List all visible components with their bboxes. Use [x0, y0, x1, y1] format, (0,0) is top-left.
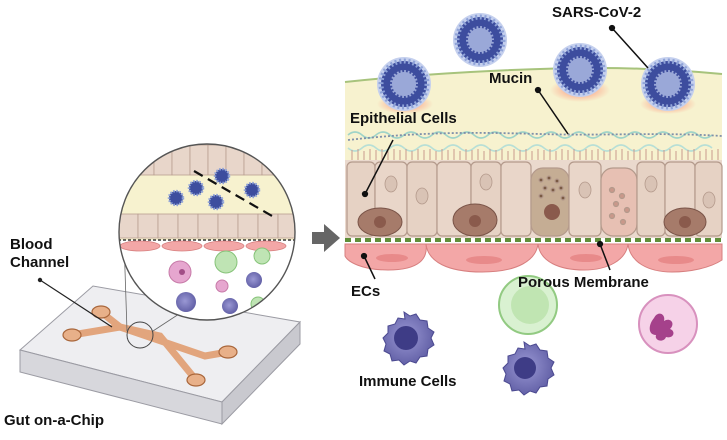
chip-channel — [62, 305, 238, 387]
monocyte — [382, 310, 435, 366]
label-sars-cov-2: SARS-CoV-2 — [552, 4, 642, 21]
microvilli — [351, 149, 719, 162]
endothelial-layer — [344, 243, 723, 273]
mucin-layer — [347, 131, 723, 152]
leader-lines — [360, 24, 649, 280]
virus-icon — [453, 13, 507, 67]
lymphocyte — [498, 275, 558, 335]
sars-cov-2-virions — [377, 13, 696, 114]
monocyte — [502, 340, 555, 396]
label-gut-on-a-chip: Gut on-a-Chip — [4, 412, 104, 429]
label-immune-cells: Immune Cells — [359, 373, 457, 390]
label-epithelial-cells: Epithelial Cells — [350, 110, 457, 127]
immune-cells — [382, 275, 698, 396]
arrow-icon — [312, 224, 340, 252]
label-ecs: ECs — [351, 283, 381, 300]
virus-icon — [641, 57, 695, 111]
label-blood-channel: Blood Channel — [10, 236, 70, 271]
virus-icon — [377, 57, 431, 111]
epithelial-layer — [345, 160, 723, 238]
paneth-granules — [608, 186, 631, 226]
tissue-cross-section — [344, 13, 723, 396]
virus-in-inset — [167, 167, 261, 211]
label-mucin: Mucin — [489, 70, 533, 87]
zoom-inset — [118, 143, 296, 321]
neutrophil — [638, 294, 698, 354]
label-porous-membrane: Porous Membrane — [518, 274, 649, 291]
goblet-granules — [538, 175, 566, 201]
virus-icon — [553, 43, 607, 97]
